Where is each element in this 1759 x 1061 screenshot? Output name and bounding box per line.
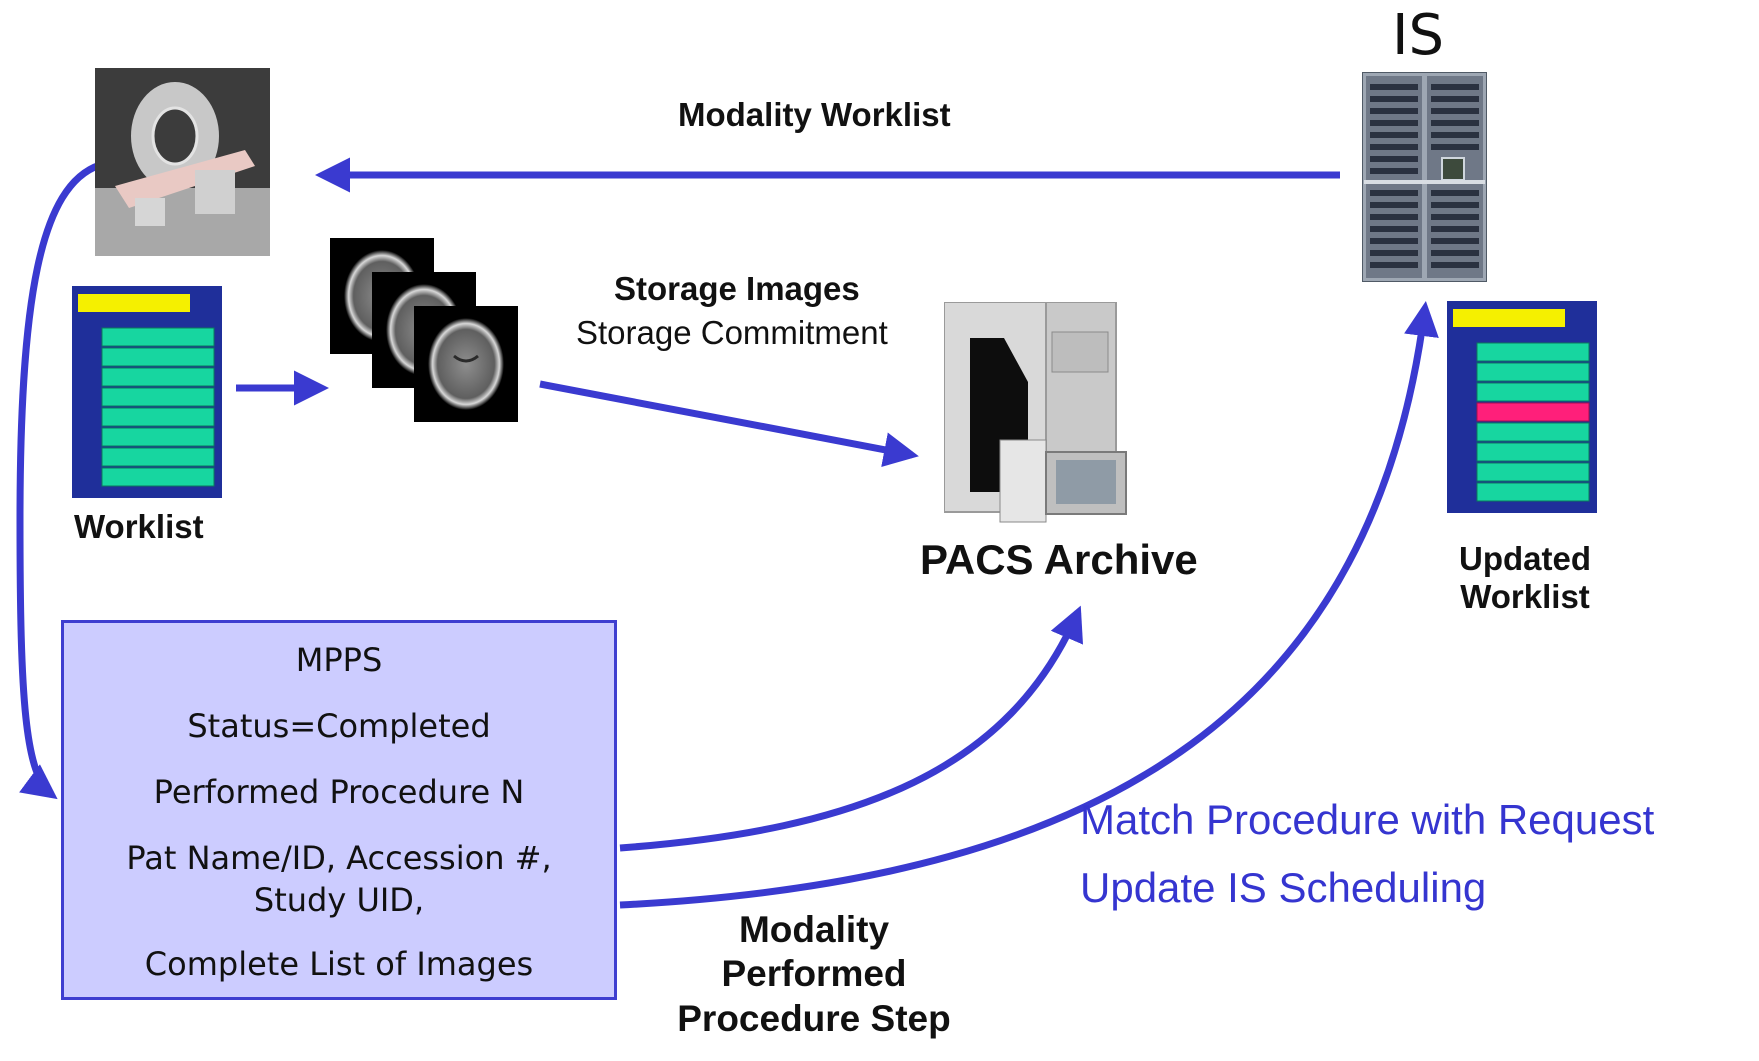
pacs-archive-icon (944, 302, 1127, 523)
mpps-title: MPPS (295, 641, 383, 679)
updated-worklist-line2: Worklist (1460, 577, 1590, 615)
mpps-step-line2: Performed (721, 953, 907, 995)
pacs-archive-label: PACS Archive (920, 536, 1198, 583)
mpps-step-line3: Procedure Step (677, 997, 951, 1039)
updated-worklist-icon (1447, 301, 1597, 513)
updated-worklist-label: Updated Worklist (1440, 540, 1610, 616)
worklist-icon (72, 286, 222, 498)
is-label: IS (1392, 3, 1445, 68)
match-procedure-label: Match Procedure with Request (1080, 796, 1655, 843)
mpps-step-line1: Modality (738, 909, 890, 950)
images-to-pacs-arrow (539, 380, 919, 467)
modality-to-mpps-arrow (16, 161, 102, 800)
update-is-label: Update IS Scheduling (1080, 864, 1487, 911)
mpps-status: Status=Completed (187, 707, 491, 745)
storage-commitment-label: Storage Commitment (576, 314, 888, 351)
is-server-icon (1362, 72, 1487, 282)
worklist-label: Worklist (74, 508, 204, 545)
ct-images-icon (330, 238, 518, 422)
mpps-performed: Performed Procedure N (153, 773, 525, 811)
mpps-to-pacs-arrow (619, 605, 1083, 852)
updated-worklist-line1: Updated (1459, 540, 1591, 577)
mpps-complete: Complete List of Images (144, 945, 534, 983)
storage-images-label: Storage Images (614, 270, 860, 307)
mpps-pat-line2: Study UID, (253, 881, 425, 919)
ct-scanner-icon (95, 68, 270, 256)
mpps-to-is-arrow (619, 301, 1439, 909)
mpps-step-label: Modality Performed Procedure Step (640, 908, 988, 1041)
modality-worklist-label: Modality Worklist (678, 96, 951, 133)
mpps-pat-line1: Pat Name/ID, Accession #, (126, 839, 552, 877)
mpps-box: MPPS Status=Completed Performed Procedur… (61, 620, 617, 1000)
